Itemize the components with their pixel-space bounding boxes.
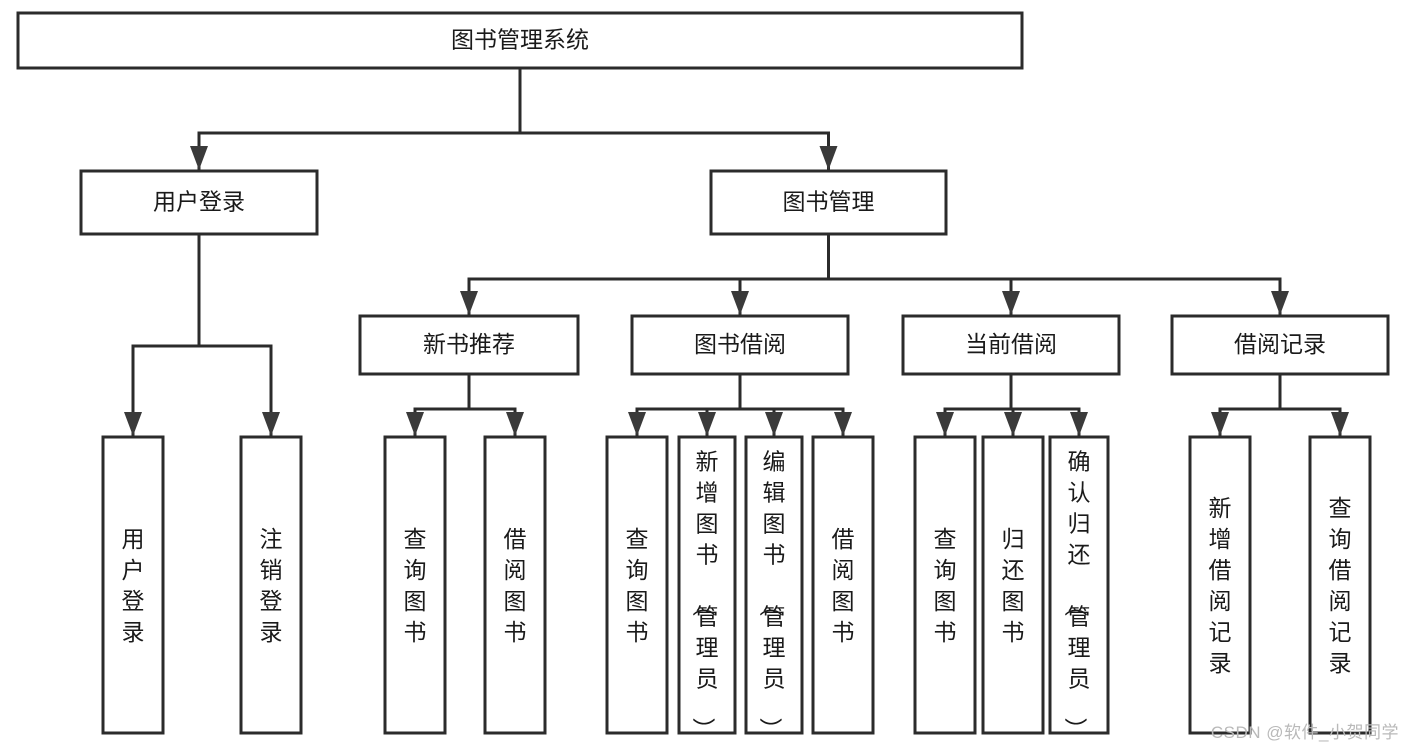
node-leaf-bb-edit[interactable]: 编辑图书（管理员）	[744, 435, 804, 741]
arrow-head-icon	[124, 412, 142, 436]
node-label: 借阅图书	[504, 526, 527, 645]
node-book-borrow[interactable]: 图书借阅	[630, 314, 850, 376]
node-box	[709, 169, 948, 236]
node-box	[79, 169, 319, 236]
arrow-head-icon	[731, 291, 749, 315]
node-label: 编辑图书（管理员）	[758, 449, 786, 741]
arrow-head-icon	[1070, 412, 1088, 436]
node-box	[1188, 435, 1252, 735]
node-box	[483, 435, 547, 735]
arrow-head-icon	[406, 412, 424, 436]
node-leaf-bb-query[interactable]: 查询图书	[605, 435, 669, 735]
arrow-head-icon	[819, 146, 838, 170]
arrow-head-icon	[834, 412, 852, 436]
node-box	[239, 435, 303, 735]
node-label: 新增借阅记录	[1209, 495, 1232, 676]
node-book-manage[interactable]: 图书管理	[709, 169, 948, 236]
node-label: 用户登录	[153, 189, 245, 215]
node-box	[901, 314, 1121, 376]
node-box	[744, 435, 804, 735]
node-label: 查询图书	[626, 526, 649, 645]
node-label: 归还图书	[1002, 526, 1025, 645]
node-label: 查询图书	[934, 526, 957, 645]
arrow-head-icon	[1331, 412, 1349, 436]
node-label: 查询图书	[404, 526, 427, 645]
arrow-head-icon	[1002, 291, 1020, 315]
node-box	[383, 435, 447, 735]
node-label: 当前借阅	[965, 331, 1057, 357]
node-label: 用户登录	[122, 526, 145, 645]
node-label: 确认归还（管理员）	[1063, 449, 1091, 741]
node-box	[1170, 314, 1390, 376]
node-leaf-bb-borrow[interactable]: 借阅图书	[811, 435, 875, 735]
node-box	[101, 435, 165, 735]
arrow-head-icon	[936, 412, 954, 436]
node-box	[630, 314, 850, 376]
node-box	[16, 11, 1024, 70]
node-box	[811, 435, 875, 735]
node-label: 新书推荐	[423, 331, 515, 357]
node-box	[358, 314, 580, 376]
arrow-head-icon	[262, 412, 280, 436]
node-label: 图书管理	[783, 189, 875, 215]
node-box	[1308, 435, 1372, 735]
node-leaf-rec-query[interactable]: 查询图书	[383, 435, 447, 735]
node-leaf-br-query[interactable]: 查询借阅记录	[1308, 435, 1372, 735]
node-box	[1048, 435, 1110, 735]
node-current-borrow[interactable]: 当前借阅	[901, 314, 1121, 376]
node-leaf-cb-query[interactable]: 查询图书	[913, 435, 977, 735]
node-box	[981, 435, 1045, 735]
node-leaf-cb-confirm[interactable]: 确认归还（管理员）	[1048, 435, 1110, 741]
arrow-head-icon	[1271, 291, 1289, 315]
arrow-head-icon	[190, 146, 208, 170]
arrow-head-icon	[1004, 412, 1022, 436]
watermark-text: CSDN @软件_小贺同学	[1210, 723, 1399, 742]
node-label: 查询借阅记录	[1329, 495, 1352, 676]
node-leaf-rec-borrow[interactable]: 借阅图书	[483, 435, 547, 735]
node-new-book-rec[interactable]: 新书推荐	[358, 314, 580, 376]
node-box	[913, 435, 977, 735]
node-label: 注销登录	[260, 526, 283, 645]
node-label: 图书管理系统	[451, 27, 589, 53]
arrow-head-icon	[506, 412, 524, 436]
node-leaf-br-add[interactable]: 新增借阅记录	[1188, 435, 1252, 735]
node-leaf-user-logout[interactable]: 注销登录	[239, 435, 303, 735]
node-label: 图书借阅	[694, 331, 786, 357]
node-leaf-bb-add[interactable]: 新增图书（管理员）	[677, 435, 737, 741]
node-borrow-records[interactable]: 借阅记录	[1170, 314, 1390, 376]
arrow-head-icon	[628, 412, 646, 436]
arrow-head-icon	[460, 291, 478, 315]
node-label: 新增图书（管理员）	[691, 449, 719, 741]
arrow-head-icon	[765, 412, 783, 436]
node-label: 借阅图书	[832, 526, 855, 645]
node-user-login[interactable]: 用户登录	[79, 169, 319, 236]
node-box	[605, 435, 669, 735]
node-label: 借阅记录	[1234, 331, 1326, 357]
arrow-head-icon	[698, 412, 716, 436]
arrow-head-icon	[1211, 412, 1229, 436]
node-leaf-user-login[interactable]: 用户登录	[101, 435, 165, 735]
node-box	[677, 435, 737, 735]
node-root[interactable]: 图书管理系统	[16, 11, 1024, 70]
node-leaf-cb-return[interactable]: 归还图书	[981, 435, 1045, 735]
